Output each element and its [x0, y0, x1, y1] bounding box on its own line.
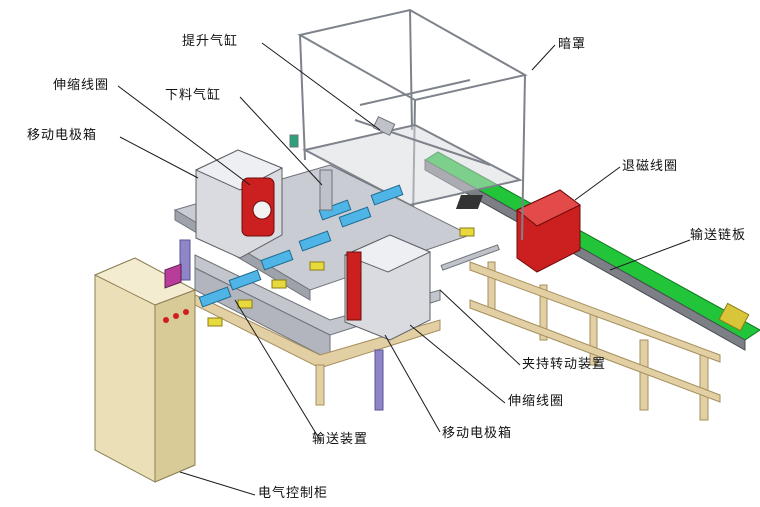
label-mobile-electrode-box-left: 移动电极箱	[27, 128, 98, 143]
label-electrical-cabinet: 电气控制柜	[258, 486, 329, 501]
label-dark-cover: 暗罩	[558, 37, 587, 52]
label-unload-cylinder: 下料气缸	[165, 88, 222, 103]
fixtures	[198, 184, 404, 308]
cylinders	[289, 116, 500, 271]
demag-coil	[455, 189, 581, 273]
label-telescopic-coil-left: 伸缩线圈	[53, 78, 110, 93]
label-conveyor-chain: 输送链板	[690, 228, 747, 243]
label-demag-coil: 退磁线圈	[622, 159, 679, 174]
yellow-clamps	[207, 227, 475, 327]
electrical-cabinet	[93, 257, 197, 483]
conveyor-stand	[469, 261, 721, 421]
leader-lines	[117, 42, 691, 496]
electrode-box-right	[343, 234, 432, 341]
label-clamp-rotate-device: 夹持转动装置	[522, 357, 607, 372]
label-telescopic-coil-right: 伸缩线圈	[508, 394, 565, 409]
label-conveying-device: 输送装置	[312, 432, 369, 447]
label-lift-cylinder: 提升气缸	[182, 34, 239, 49]
label-mobile-electrode-box-right: 移动电极箱	[442, 426, 513, 441]
electrode-box-left	[194, 149, 284, 259]
